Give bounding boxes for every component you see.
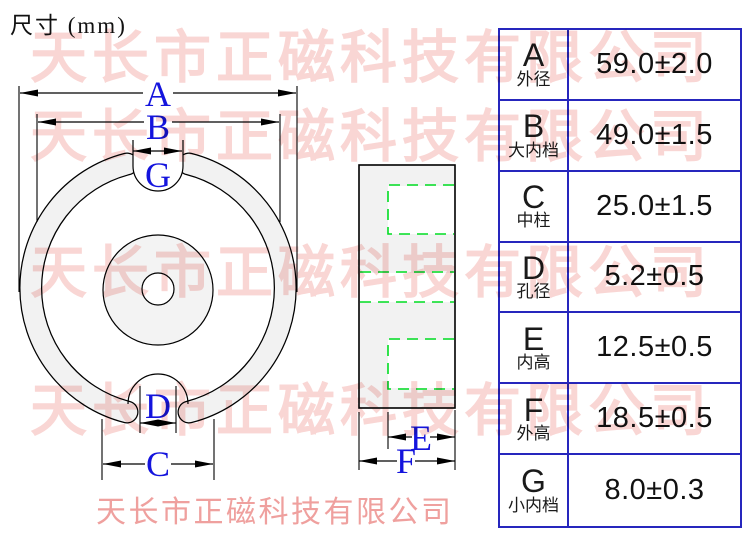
dim-letter-cell: G 小内档 xyxy=(500,455,569,526)
dim-letter-cell: F 外高 xyxy=(500,384,569,454)
ring-right-fill xyxy=(178,153,296,423)
table-row: C 中柱 25.0±1.5 xyxy=(500,171,740,243)
dim-name: 外高 xyxy=(516,423,551,443)
ring-left-fill xyxy=(20,153,138,423)
dim-letter: C xyxy=(521,179,546,216)
dim-letter-cell: E 内高 xyxy=(500,313,569,383)
dim-letter-cell: C 中柱 xyxy=(500,171,569,241)
dim-letter-cell: D 孔径 xyxy=(500,242,569,312)
through-hole-fill xyxy=(360,273,454,302)
dim-name: 中柱 xyxy=(516,211,551,231)
dim-letter: D xyxy=(521,249,546,286)
dim-value: 25.0±1.5 xyxy=(596,189,713,222)
spec-table: A 外径 59.0±2.0 B 大内档 49.0±1.5 C 中柱 25.0±1… xyxy=(498,28,742,528)
dim-letter-cell: A 外径 xyxy=(500,30,569,99)
front-view xyxy=(19,140,297,424)
dim-letter: G xyxy=(521,463,546,500)
core-technical-drawing: A B G D C E F xyxy=(18,74,456,484)
dim-name: 外径 xyxy=(516,69,551,89)
dim-letter-cell: B 大内档 xyxy=(500,100,569,170)
dim-letter: E xyxy=(522,320,545,357)
label-backplates xyxy=(143,80,430,478)
table-row: D 孔径 5.2±0.5 xyxy=(500,242,740,314)
hidden-lines xyxy=(360,184,454,390)
dim-label-E: E xyxy=(410,418,432,458)
dim-value: 49.0±1.5 xyxy=(596,118,713,151)
table-row: B 大内档 49.0±1.5 xyxy=(500,100,740,172)
upper-cavity-fill xyxy=(388,186,454,234)
dim-name: 内高 xyxy=(516,353,551,373)
table-row: E 内高 12.5±0.5 xyxy=(500,313,740,385)
dim-label-A: A xyxy=(145,74,171,114)
dim-label-B: B xyxy=(146,107,170,147)
extension-lines xyxy=(18,86,456,480)
dim-value: 18.5±0.5 xyxy=(596,402,713,435)
upper-cavity-hidden-line xyxy=(387,184,454,235)
dim-label-F: F xyxy=(396,441,416,481)
drawing-title: 尺寸 (mm) xyxy=(10,13,127,38)
dim-value: 5.2±0.5 xyxy=(604,260,705,293)
dim-label-C: C xyxy=(146,444,170,484)
dim-name: 小内档 xyxy=(508,495,559,515)
dim-letter: F xyxy=(523,391,544,428)
table-row: G 小内档 8.0±0.3 xyxy=(500,455,740,526)
dim-name: 大内档 xyxy=(508,140,559,160)
dim-letter: A xyxy=(522,37,545,74)
table-row: F 外高 18.5±0.5 xyxy=(500,384,740,456)
bottom-notch-arc xyxy=(127,373,189,405)
dim-value: 59.0±2.0 xyxy=(596,47,713,80)
dim-letter: B xyxy=(522,108,545,145)
dim-value: 8.0±0.3 xyxy=(604,474,705,507)
lower-cavity-fill xyxy=(388,340,454,388)
dim-value: 12.5±0.5 xyxy=(596,331,713,364)
center-hole-circle xyxy=(141,272,175,306)
lower-cavity-hidden-line xyxy=(387,338,454,390)
dim-label-G: G xyxy=(145,155,171,195)
dim-name: 孔径 xyxy=(516,282,551,302)
side-view xyxy=(358,164,456,409)
dim-label-D: D xyxy=(145,386,171,426)
table-row: A 外径 59.0±2.0 xyxy=(500,30,740,101)
dimension-labels: A B G D C E F xyxy=(145,74,432,484)
